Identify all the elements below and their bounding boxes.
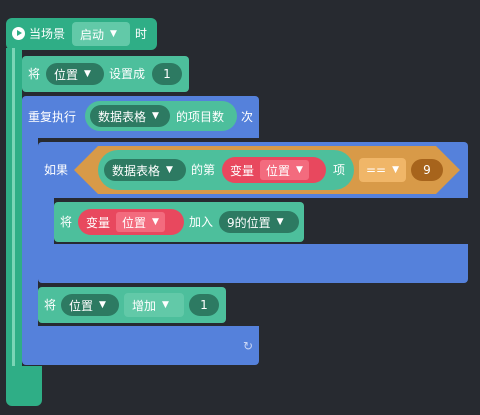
add-block-prefix: 将 <box>60 215 73 229</box>
add-variable-reporter[interactable]: 变量 位置 ▼ <box>78 209 184 235</box>
condition-item-label: 项 <box>333 163 346 177</box>
condition-variable-reporter[interactable]: 变量 位置 ▼ <box>222 157 326 183</box>
add-target-name: 9的位置 <box>227 215 271 230</box>
chevron-down-icon: ▼ <box>110 28 117 39</box>
operator-dropdown[interactable]: == ▼ <box>359 158 406 182</box>
condition-of-label: 的第 <box>191 163 216 177</box>
add-block-middle: 加入 <box>189 215 214 229</box>
increment-block-prefix: 将 <box>44 298 57 312</box>
set-value-input[interactable]: 1 <box>152 63 182 85</box>
repeat-block-suffix: 次 <box>241 110 254 124</box>
condition-variable-dropdown[interactable]: 位置 ▼ <box>260 160 309 180</box>
condition-list-dropdown[interactable]: 数据表格 ▼ <box>104 159 186 181</box>
increment-operation-value: 增加 <box>132 298 157 313</box>
chevron-down-icon: ▼ <box>152 216 159 227</box>
chevron-down-icon: ▼ <box>152 110 159 121</box>
set-variable-name: 位置 <box>54 67 79 82</box>
chevron-down-icon: ▼ <box>392 164 400 175</box>
condition-variable-name: 位置 <box>266 163 291 178</box>
condition-list-name: 数据表格 <box>112 163 161 178</box>
add-variable-dropdown[interactable]: 位置 ▼ <box>116 212 165 232</box>
increment-value-input[interactable]: 1 <box>189 294 219 316</box>
condition-value: 9 <box>423 163 431 177</box>
increment-value: 1 <box>200 298 208 312</box>
if-block-bottom <box>38 244 468 283</box>
if-block-prefix: 如果 <box>44 163 69 177</box>
loop-end-icon: ↻ <box>243 339 254 353</box>
chevron-down-icon: ▼ <box>276 216 284 227</box>
hat-block-footer <box>6 366 42 406</box>
add-variable-name: 位置 <box>122 215 147 230</box>
hat-block-label: 当场景 <box>29 27 66 41</box>
condition-value-input[interactable]: 9 <box>411 159 443 181</box>
repeat-block-middle: 的项目数 <box>176 110 225 124</box>
repeat-list-name: 数据表格 <box>98 109 147 124</box>
set-variable-dropdown[interactable]: 位置 ▼ <box>46 63 104 85</box>
repeat-block-bottom <box>22 326 259 365</box>
increment-variable-dropdown[interactable]: 位置 ▼ <box>61 294 119 316</box>
hat-block-suffix: 时 <box>135 27 148 41</box>
increment-operation-dropdown[interactable]: 增加 ▼ <box>124 293 184 317</box>
set-block-prefix: 将 <box>28 67 41 81</box>
increment-variable-name: 位置 <box>69 298 94 313</box>
repeat-block-left-arm <box>22 136 38 330</box>
repeat-list-dropdown[interactable]: 数据表格 ▼ <box>90 105 170 127</box>
condition-variable-label: 变量 <box>230 163 255 178</box>
chevron-down-icon: ▼ <box>296 164 303 175</box>
repeat-block-prefix: 重复执行 <box>28 110 77 124</box>
set-value: 1 <box>163 67 171 81</box>
play-circle-icon <box>12 27 25 40</box>
operator-value: == <box>365 163 387 177</box>
chevron-down-icon: ▼ <box>99 299 106 310</box>
set-block-middle: 设置成 <box>109 67 146 81</box>
hat-block-inner-edge <box>12 48 15 370</box>
scene-event-value: 启动 <box>80 27 105 42</box>
chevron-down-icon: ▼ <box>162 299 169 310</box>
add-variable-label: 变量 <box>86 215 111 230</box>
scene-event-dropdown[interactable]: 启动 ▼ <box>72 22 130 46</box>
chevron-down-icon: ▼ <box>166 164 173 175</box>
add-target-dropdown[interactable]: 9的位置 ▼ <box>219 211 299 233</box>
if-block-left-arm <box>38 196 54 246</box>
chevron-down-icon: ▼ <box>84 68 91 79</box>
